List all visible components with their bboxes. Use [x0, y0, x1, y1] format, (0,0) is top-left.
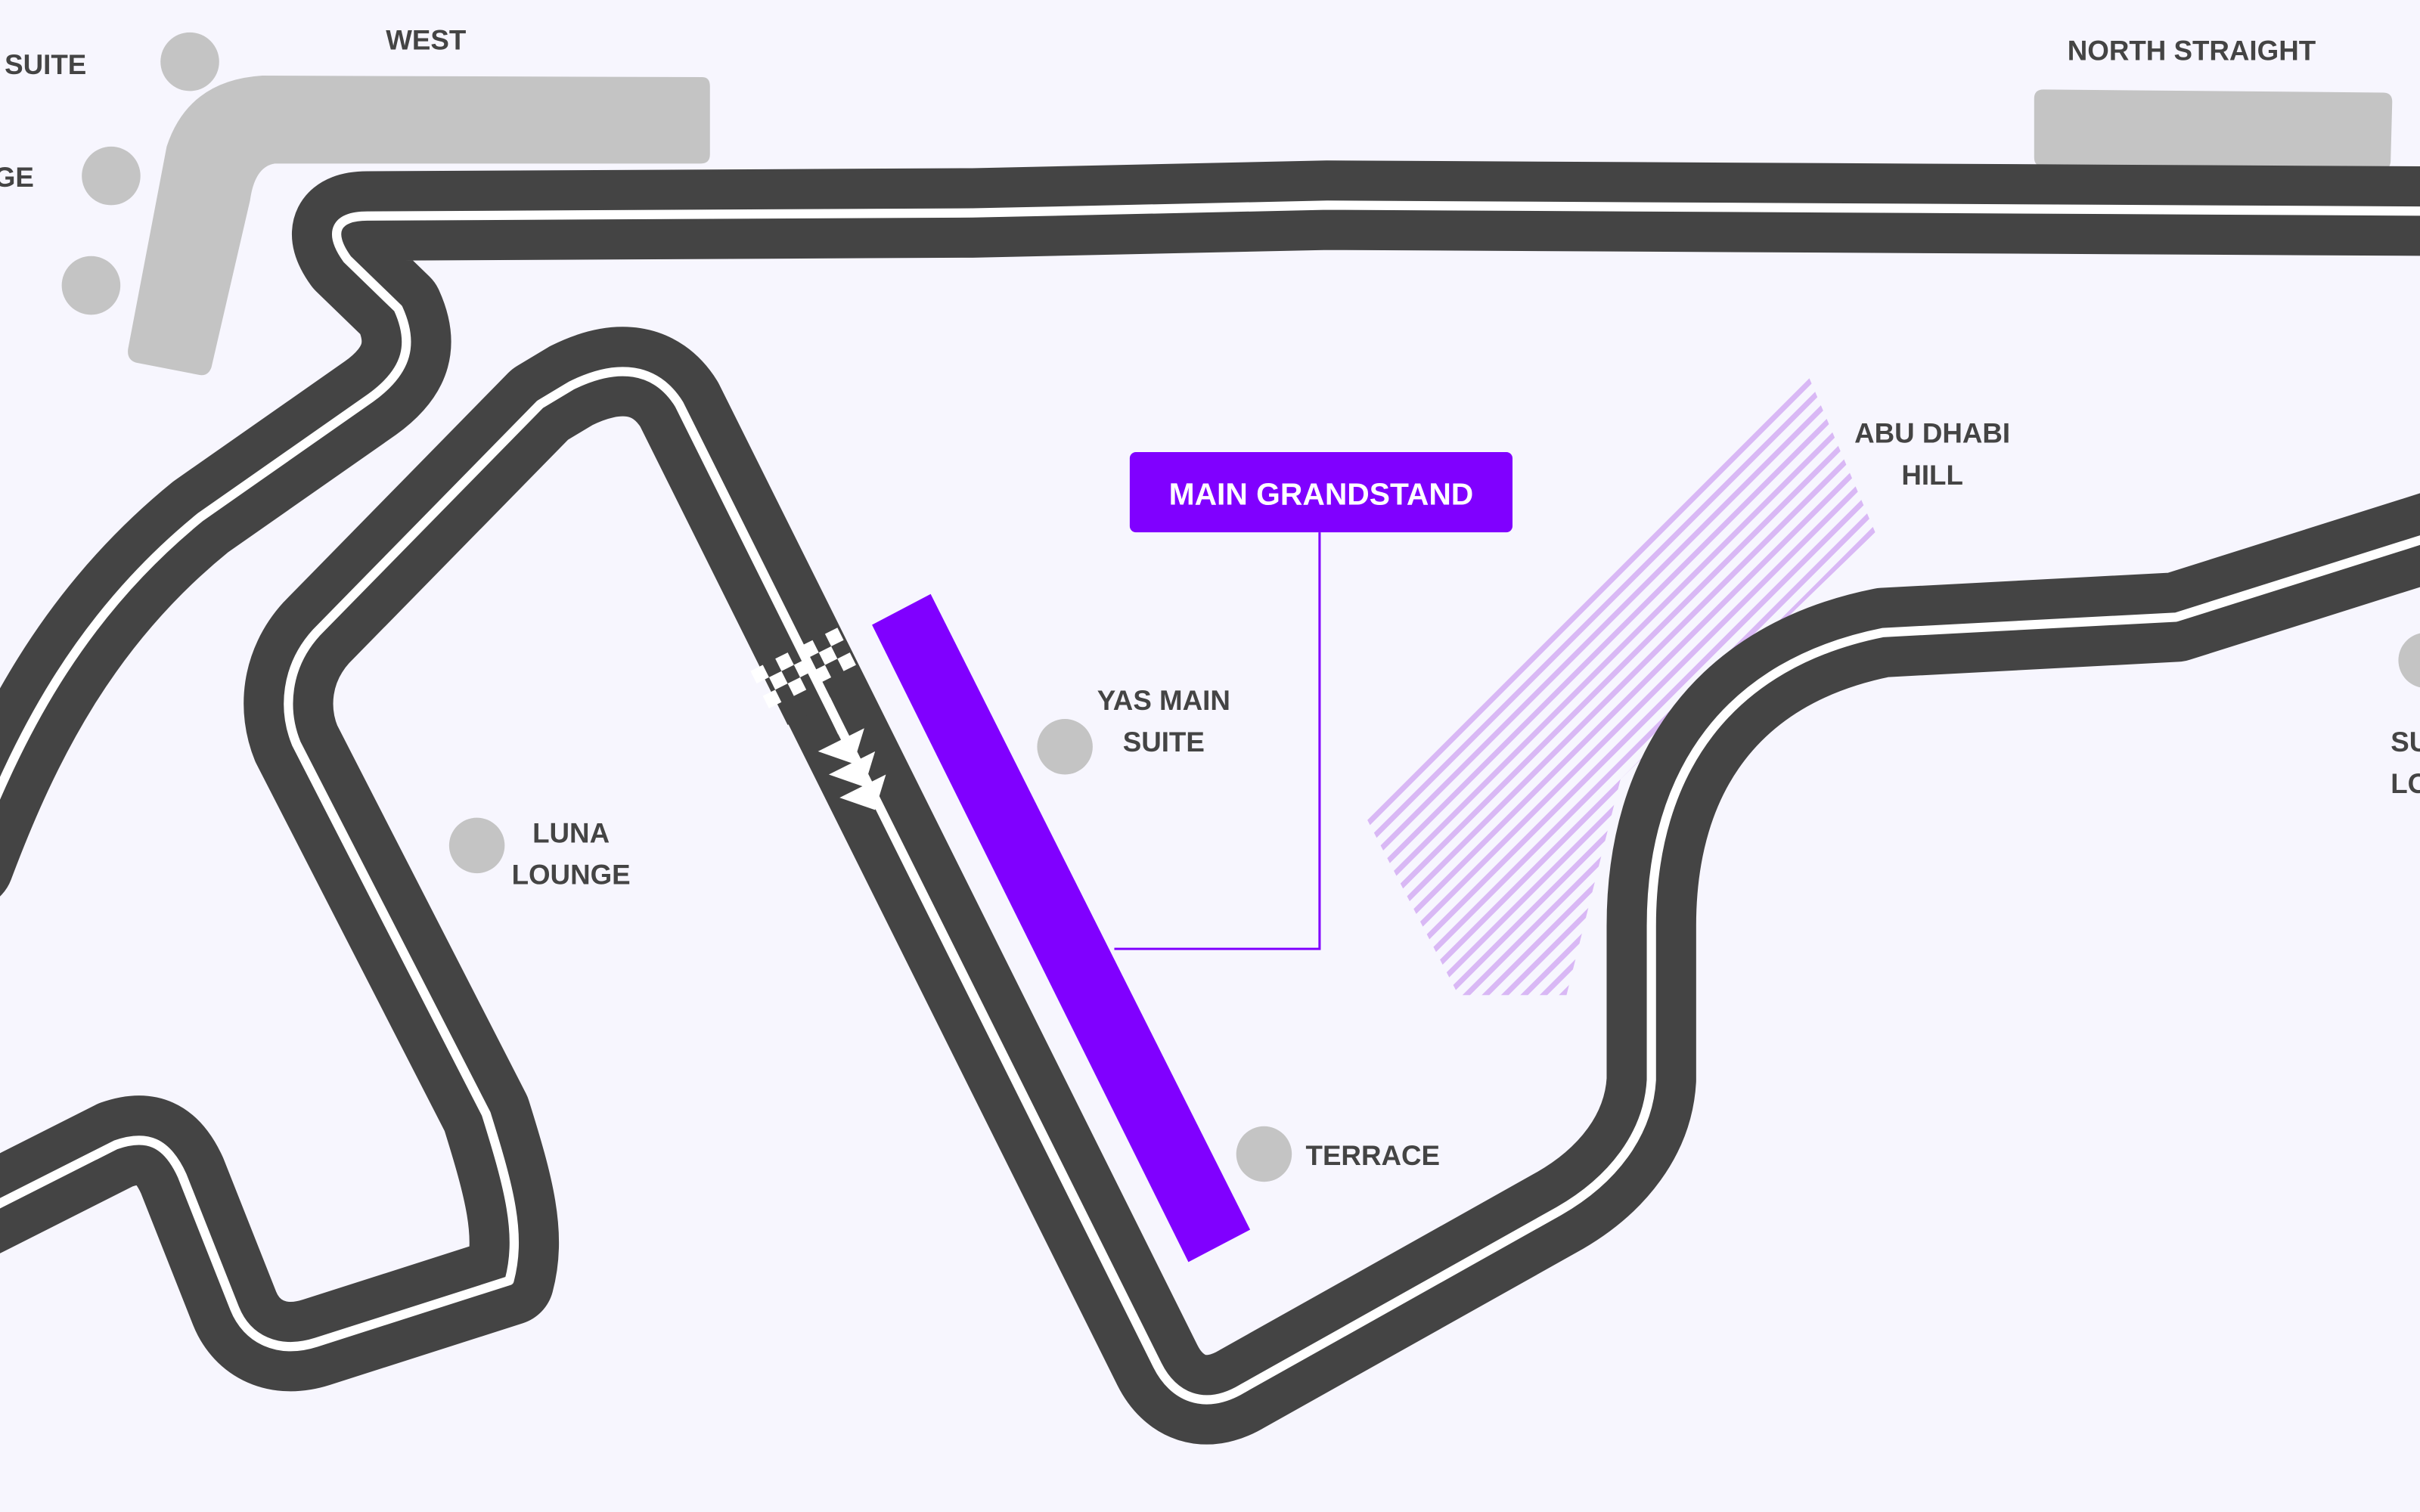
hospitality-marker[interactable]	[61, 256, 121, 315]
hatch-line	[1357, 352, 1876, 996]
yas-main-suite-label-1: YAS MAIN	[1097, 685, 1230, 716]
hatch-line	[1357, 352, 1876, 996]
hatch-line	[1357, 352, 1876, 996]
abu-dhabi-hill-label-2: HILL	[1901, 460, 1963, 491]
main-grandstand-badge[interactable]: MAIN GRANDSTAND	[1129, 451, 1512, 533]
hatch-line	[1357, 352, 1876, 996]
hospitality-marker[interactable]	[160, 32, 219, 91]
start-finish-line	[750, 627, 856, 725]
hospitality-marker[interactable]	[2398, 633, 2420, 688]
hatch-line	[1357, 352, 1876, 996]
race-track	[0, 160, 2420, 1445]
west-stand-label: WEST	[386, 24, 467, 55]
yas-main-suite-marker[interactable]	[1037, 719, 1093, 775]
right-suite-label-2: LO	[2391, 768, 2420, 799]
hospitality-markers	[61, 32, 2420, 1182]
hatch-line	[1357, 352, 1876, 996]
main-grandstand-label: MAIN GRANDSTAND	[1169, 476, 1474, 511]
west-stand[interactable]	[128, 76, 710, 376]
luna-lounge-label-2: LOUNGE	[512, 859, 631, 890]
hatch-line	[1357, 352, 1876, 996]
terrace-marker[interactable]	[1236, 1126, 1292, 1182]
direction-chevrons-icon	[818, 697, 886, 810]
yas-main-suite-label-2: SUITE	[1123, 727, 1205, 758]
terrace-label: TERRACE	[1306, 1140, 1440, 1171]
hatch-line	[1357, 352, 1876, 996]
hospitality-marker[interactable]	[82, 146, 141, 206]
main-grandstand[interactable]	[872, 593, 1251, 1263]
abu-dhabi-hill-label-1: ABU DHABI	[1854, 418, 2010, 449]
right-suite-label-1: SU	[2391, 727, 2420, 758]
suite-label: SUITE	[5, 49, 86, 80]
north-straight-stand[interactable]	[2034, 89, 2393, 170]
hatch-line	[1357, 352, 1876, 996]
grandstand-callout-line	[1114, 532, 1321, 950]
lounge-label: GE	[0, 162, 34, 193]
hatch-line	[1410, 352, 1876, 996]
luna-lounge-label-1: LUNA	[532, 817, 610, 848]
hatch-line	[1357, 352, 1876, 996]
north-straight-label: NORTH STRAIGHT	[2068, 36, 2316, 67]
hatch-line	[1429, 352, 1876, 996]
luna-lounge-marker[interactable]	[448, 817, 505, 874]
